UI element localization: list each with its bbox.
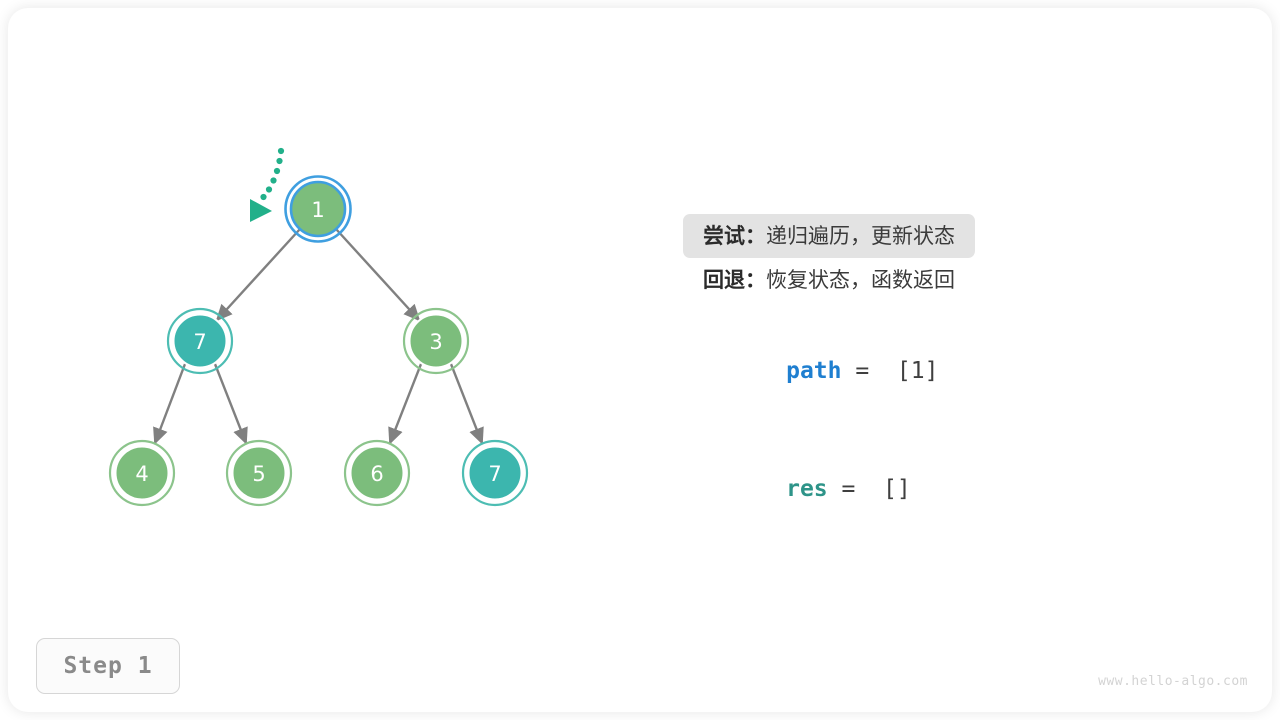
edge-3-to-6 bbox=[388, 363, 423, 445]
node-outer-ring bbox=[108, 439, 176, 507]
path-variable-value: = [1] bbox=[841, 358, 939, 384]
node-circle bbox=[231, 445, 287, 501]
traversal-pointer bbox=[250, 147, 285, 222]
pointer-trail-dot bbox=[277, 147, 285, 155]
res-variable-name: res bbox=[786, 476, 828, 502]
tree-node-6[interactable]: 6 bbox=[343, 439, 411, 507]
node-label: 4 bbox=[135, 462, 148, 486]
edge-7L-to-4 bbox=[153, 363, 187, 445]
node-circle bbox=[467, 445, 523, 501]
backtrack-label: 回退： bbox=[703, 268, 766, 292]
tree-node-5[interactable]: 5 bbox=[225, 439, 293, 507]
state-info-panel: 尝试：递归遍历，更新状态 回退：恢复状态，函数返回 path = [1] res… bbox=[683, 214, 1203, 502]
tree-nodes: 1 7 3 4 bbox=[108, 175, 529, 507]
site-watermark: www.hello-algo.com bbox=[1098, 674, 1248, 689]
pointer-trail-dot bbox=[276, 157, 283, 165]
try-label: 尝试： bbox=[703, 224, 766, 248]
try-row: 尝试：递归遍历，更新状态 bbox=[683, 214, 1203, 258]
node-label: 3 bbox=[429, 330, 442, 354]
node-label: 7 bbox=[193, 330, 206, 354]
backtrack-text: 恢复状态，函数返回 bbox=[766, 268, 955, 292]
node-label: 7 bbox=[488, 462, 501, 486]
path-variable-name: path bbox=[786, 358, 842, 384]
tree-node-4[interactable]: 4 bbox=[108, 439, 176, 507]
node-outer-ring bbox=[225, 439, 293, 507]
edge-1-to-3 bbox=[335, 228, 421, 322]
try-text: 递归遍历，更新状态 bbox=[766, 224, 955, 248]
res-variable-value: = [] bbox=[827, 476, 911, 502]
path-state-line: path = [1] bbox=[683, 302, 1203, 384]
tree-node-7-right[interactable]: 7 bbox=[461, 439, 529, 507]
pointer-trail-dot bbox=[265, 186, 273, 193]
node-label: 6 bbox=[370, 462, 383, 486]
node-circle bbox=[349, 445, 405, 501]
try-line: 尝试：递归遍历，更新状态 bbox=[683, 214, 975, 258]
node-outer-ring bbox=[343, 439, 411, 507]
backtrack-line: 回退：恢复状态，函数返回 bbox=[683, 258, 1203, 302]
node-outer-ring bbox=[166, 307, 234, 375]
tree-node-1[interactable]: 1 bbox=[284, 175, 352, 243]
res-state-line: res = [] bbox=[683, 420, 1203, 502]
node-circle bbox=[114, 445, 170, 501]
node-circle bbox=[408, 313, 464, 369]
pointer-trail-dot bbox=[273, 167, 281, 175]
pointer-triangle-icon bbox=[250, 199, 272, 222]
tree-node-3[interactable]: 3 bbox=[402, 307, 470, 375]
node-outer-ring bbox=[402, 307, 470, 375]
node-label: 5 bbox=[252, 462, 265, 486]
tree-edges bbox=[153, 228, 484, 445]
step-badge: Step 1 bbox=[36, 638, 180, 694]
pointer-trail-dot bbox=[270, 177, 277, 184]
tree-node-7-left[interactable]: 7 bbox=[166, 307, 234, 375]
pointer-trail-dot bbox=[260, 193, 267, 201]
edge-7L-to-5 bbox=[213, 363, 248, 445]
node-circle bbox=[289, 180, 347, 238]
node-outer-ring bbox=[461, 439, 529, 507]
edge-3-to-7R bbox=[449, 363, 484, 445]
node-circle bbox=[172, 313, 228, 369]
edge-1-to-7L bbox=[215, 228, 301, 322]
node-outer-ring bbox=[284, 175, 352, 243]
node-label: 1 bbox=[311, 198, 324, 222]
